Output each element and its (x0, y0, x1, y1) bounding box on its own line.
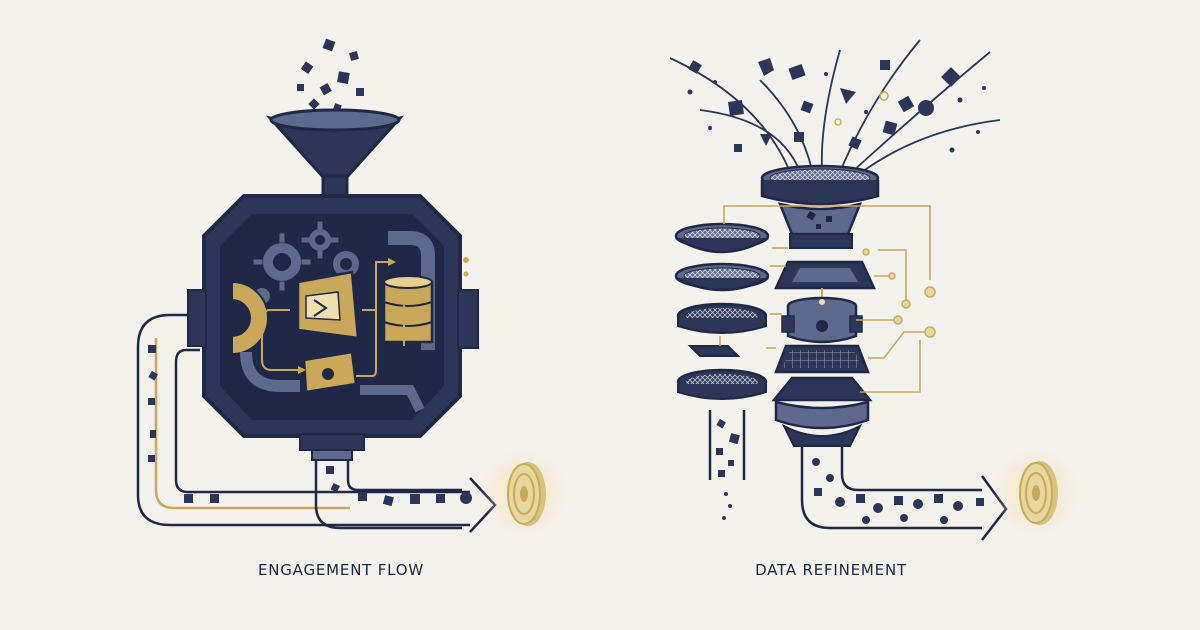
data-refinement-icon (669, 39, 1080, 541)
database-icon (382, 275, 434, 344)
sieve-stack-icon (674, 222, 770, 400)
processor-icon (296, 270, 360, 340)
engine-block-icon (302, 350, 358, 394)
input-particles-icon (297, 38, 364, 113)
funnel-filter-icon (760, 164, 880, 249)
target-icon (992, 448, 1080, 536)
data-refinement-label: DATA REFINEMENT (755, 561, 907, 579)
target-icon (480, 449, 568, 537)
engagement-flow-label: ENGAGEMENT FLOW (257, 561, 425, 579)
filter-column-icon (771, 260, 876, 447)
engagement-machine-icon (136, 38, 568, 537)
